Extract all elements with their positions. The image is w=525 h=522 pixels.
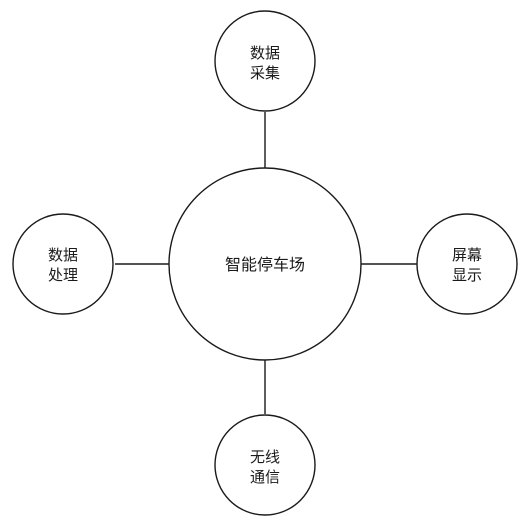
node-bottom-line1: 无线: [250, 448, 280, 466]
center-label: 智能停车场: [225, 255, 305, 274]
node-right: 屏幕 显示: [416, 213, 518, 315]
node-top: 数据 采集: [214, 10, 316, 112]
node-bottom-line2: 通信: [250, 468, 280, 486]
node-right-line1: 屏幕: [452, 246, 482, 264]
center-node: 智能停车场: [168, 167, 362, 361]
node-left-line1: 数据: [48, 246, 78, 264]
node-top-line1: 数据: [250, 44, 280, 62]
node-top-line2: 采集: [250, 64, 280, 82]
node-bottom: 无线 通信: [214, 414, 316, 516]
node-left: 数据 处理: [12, 213, 114, 315]
node-left-line2: 处理: [48, 266, 78, 284]
node-right-line2: 显示: [452, 266, 482, 284]
